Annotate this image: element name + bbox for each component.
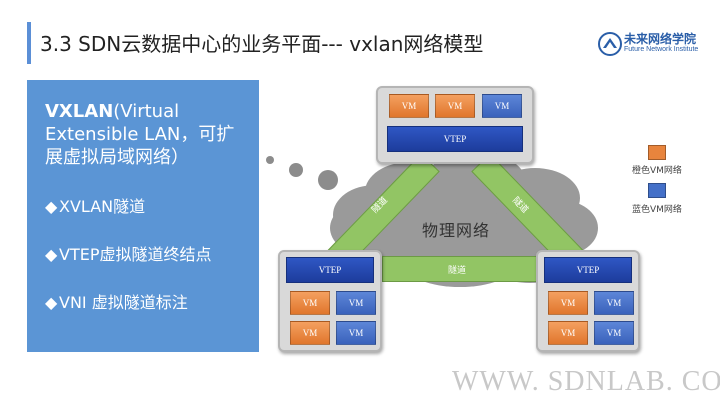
vxlan-heading-rest: (Virtual Extensible LAN，可扩展虚拟局域网络） — [45, 101, 235, 168]
bullet-vni: ◆VNI 虚拟隧道标注 — [45, 289, 241, 313]
server-bottom-left: VTEP VM VM VM VM — [278, 250, 382, 352]
vm-blue: VM — [594, 291, 634, 315]
vxlan-heading: VXLAN(Virtual Extensible LAN，可扩展虚拟局域网络） — [45, 100, 241, 169]
vtep-top: VTEP — [387, 126, 523, 152]
server-bottom-right: VTEP VM VM VM VM — [536, 250, 640, 352]
vm-blue: VM — [336, 321, 376, 345]
vxlan-diagram: 隧道 隧道 隧道 物理网络 VM VM VM VTEP VTEP VM VM V… — [260, 80, 720, 360]
logo: 未来网络学院 Future Network Institute — [598, 30, 713, 60]
vxlan-heading-bold: VXLAN — [45, 101, 114, 122]
bullet-vtep: ◆VTEP虚拟隧道终结点 — [45, 241, 241, 265]
logo-subtitle: Future Network Institute — [624, 46, 699, 53]
legend-orange-swatch — [648, 145, 666, 160]
bullet-tunnel: ◆XVLAN隧道 — [45, 193, 241, 217]
vm-blue: VM — [336, 291, 376, 315]
bullet-text: VNI 虚拟隧道标注 — [59, 293, 188, 312]
vtep-right: VTEP — [544, 257, 632, 283]
physical-network-label: 物理网络 — [422, 221, 491, 240]
legend-blue-swatch — [648, 183, 666, 198]
info-panel: VXLAN(Virtual Extensible LAN，可扩展虚拟局域网络） … — [27, 80, 259, 352]
page-title: 3.3 SDN云数据中心的业务平面--- vxlan网络模型 — [40, 32, 484, 56]
legend-orange-label: 橙色VM网络 — [632, 166, 682, 176]
vm-orange: VM — [290, 291, 330, 315]
vm-blue: VM — [482, 94, 522, 118]
diamond-bullet-icon: ◆ — [45, 245, 58, 264]
vm-blue: VM — [594, 321, 634, 345]
vm-orange: VM — [548, 291, 588, 315]
logo-name: 未来网络学院 — [624, 32, 697, 46]
vm-orange: VM — [435, 94, 475, 118]
watermark: WWW. SDNLAB. COM — [452, 366, 720, 397]
tunnel-bottom-label: 隧道 — [448, 266, 467, 276]
diamond-bullet-icon: ◆ — [45, 197, 58, 216]
diamond-bullet-icon: ◆ — [45, 293, 58, 312]
vm-orange: VM — [290, 321, 330, 345]
legend-blue-label: 蓝色VM网络 — [632, 205, 682, 215]
server-top: VM VM VM VTEP — [376, 86, 534, 164]
vm-orange: VM — [548, 321, 588, 345]
logo-icon — [598, 32, 622, 56]
vtep-left: VTEP — [286, 257, 374, 283]
bullet-text: VTEP虚拟隧道终结点 — [59, 245, 212, 264]
bullet-text: XVLAN隧道 — [59, 197, 146, 216]
tunnel-bottom — [382, 256, 542, 282]
title-accent-bar — [27, 22, 31, 64]
vm-orange: VM — [389, 94, 429, 118]
